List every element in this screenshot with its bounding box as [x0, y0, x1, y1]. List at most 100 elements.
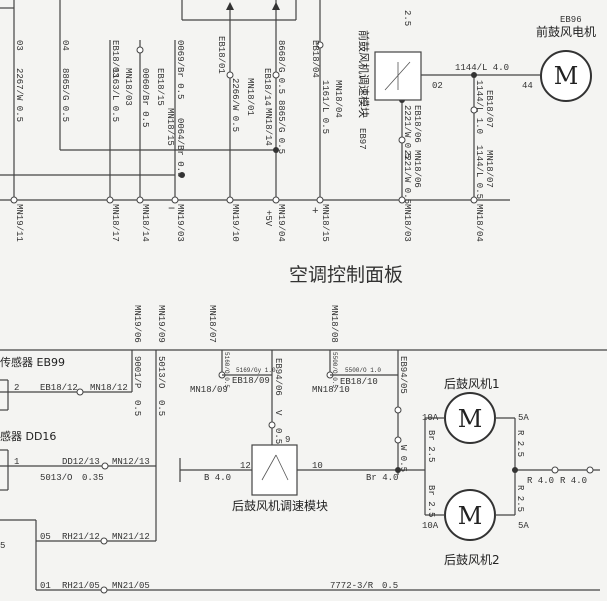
conn-ring [101, 462, 109, 470]
pin-01: 01 [40, 581, 51, 591]
wire-label-2221b: 2221/W 0.5 [402, 150, 412, 204]
conn-ring [586, 466, 594, 474]
conn-ring [394, 406, 402, 414]
conn-ring [10, 196, 18, 204]
wire-label-5013: 5013/O [156, 356, 166, 388]
conn-eb18-04: EB18/04 [310, 40, 320, 78]
conn-eb18-06: EB18/06 [412, 105, 422, 143]
pin-03: 03 [14, 40, 24, 51]
junction-dot [395, 467, 401, 473]
conn-mn18-07: MN18/07 [484, 150, 494, 188]
motor-glyph: M [554, 62, 579, 90]
wire-label-r25a: R 2.5 [515, 430, 525, 457]
conn-mn18-01: MN18/01 [245, 78, 255, 116]
conn-mn21-05: MN21/05 [112, 581, 150, 591]
label-5v: +5V [263, 210, 273, 227]
conn-mn18-15: MN18/15 [165, 108, 175, 146]
wire-label-1144b: 1144/L 0.5 [474, 145, 484, 199]
conn-mn18-07: MN18/07 [207, 305, 217, 343]
wire-label-25: 2.5 [402, 10, 412, 26]
wire-label-5160v: 5160/O 0.5 [223, 352, 230, 388]
conn-mn18-10: MN18/10 [312, 385, 350, 395]
wire-label-05: 0.5 [132, 400, 142, 416]
conn-ring [470, 106, 478, 114]
module-switch-line [261, 454, 277, 481]
wire-label-1163: 1163/L 0.5 [110, 68, 120, 122]
wire-label-w05: W 0.5 [398, 445, 408, 472]
conn-mn18-17: MN18/17 [110, 204, 120, 242]
wire-label-2267: 2267/W 0.5 [14, 68, 24, 122]
front-fan-motor-label: 前鼓风电机 [536, 24, 596, 39]
conn-ring [100, 537, 108, 545]
conn-ring [272, 196, 280, 204]
pin-44: 44 [522, 81, 533, 91]
wire-label-035: 0.35 [82, 473, 104, 483]
plus-sign: + [312, 206, 319, 218]
wire-label-05d: 0.5 [382, 581, 398, 591]
rear-fan-module-box [251, 444, 298, 496]
wire-label-1144h: 1144/L 4.0 [455, 63, 509, 73]
conn-eb18-10: EB18/10 [340, 377, 378, 387]
pin-04: 04 [60, 40, 70, 51]
wire-label-2266: 2266/W 0.5 [230, 78, 240, 132]
module-switch-line [275, 454, 289, 481]
pin-1: 1 [14, 457, 19, 467]
wire-label-v: V [273, 410, 283, 416]
pin-2: 2 [14, 383, 19, 393]
conn-ring [272, 71, 280, 79]
conn-mn18-15b: MN18/15 [320, 204, 330, 242]
conn-mn21-12: MN21/12 [112, 532, 150, 542]
wire-label-br40: Br 4.0 [366, 473, 398, 483]
module-switch-line [384, 61, 411, 91]
conn-mn18-06: MN18/06 [412, 150, 422, 188]
conn-eb94-05: EB94/05 [398, 356, 408, 394]
wire-label-5500: 5500/O 1.0 [345, 367, 381, 374]
conn-ring [171, 196, 179, 204]
rear-fan1-label: 后鼓风机1 [444, 377, 500, 391]
wire-label-0069: 0069/Br 0.5 [175, 40, 185, 99]
conn-ring [106, 196, 114, 204]
minus-sign: − [168, 202, 175, 216]
conn-ring [136, 46, 144, 54]
wire-label-br25b: Br 2.5 [426, 485, 436, 517]
conn-eb18-15: EB18/15 [155, 68, 165, 106]
conn-ring [398, 196, 406, 204]
wire-label-br25a: Br 2.5 [426, 430, 436, 462]
conn-ring [316, 41, 324, 49]
conn-rh21-05: RH21/05 [62, 581, 100, 591]
conn-mn18-03: MN18/03 [123, 68, 133, 106]
wire-label-b40: B 4.0 [204, 473, 231, 483]
pin-10: 10 [312, 461, 323, 471]
wire-label-05b: 0.5 [156, 400, 166, 416]
front-fan-module-label: 前鼓风机调速模块 [357, 30, 371, 118]
wire-label-7772: 7772-3/R [330, 581, 374, 591]
conn-dd12-13: DD12/13 [62, 457, 100, 467]
front-fan-module-code: EB97 [357, 128, 367, 150]
front-fan-motor [540, 50, 592, 102]
conn-eb18-14: EB18/14 [262, 68, 272, 106]
conn-mn18-03b: MN18/03 [402, 204, 412, 242]
conn-ring [551, 466, 559, 474]
conn-eb18-07: EB18/07 [484, 90, 494, 128]
wire-label-r40a: R 4.0 [527, 476, 554, 486]
wire-label-8668: 8668/G 0.5 [276, 40, 286, 94]
arrow-marker [226, 2, 234, 10]
conn-ring [470, 196, 478, 204]
pin-5a-2: 5A [518, 521, 529, 531]
conn-rh21-12: RH21/12 [62, 532, 100, 542]
conn-ring [76, 388, 84, 396]
wire-label-1144v: 1144/L 1.0 [474, 80, 484, 134]
conn-ring [100, 586, 108, 594]
section-title: 空调控制面板 [289, 264, 403, 286]
conn-eb18-03: EB18/03 [110, 40, 120, 78]
top-rotated-labels: 03 04 2267/W 0.5 8865/G 0.5 1163/L 0.5 E… [14, 10, 494, 242]
wire-label-05c: 0.5 [273, 428, 283, 444]
conn-mn19-10: MN19/10 [230, 204, 240, 242]
conn-mn19-09: MN19/09 [156, 305, 166, 343]
conn-eb18-01: EB18/01 [216, 36, 226, 74]
wire-label-5169: 5169/Gy 1.0 [236, 367, 276, 374]
conn-mn18-14: MN18/14 [263, 108, 273, 146]
conn-ring [226, 196, 234, 204]
bottom-rotated-labels: MN19/06 MN19/09 MN18/07 MN18/08 9001/P 0… [132, 305, 525, 517]
rear-module-label: 后鼓风机调速模块 [232, 499, 328, 513]
